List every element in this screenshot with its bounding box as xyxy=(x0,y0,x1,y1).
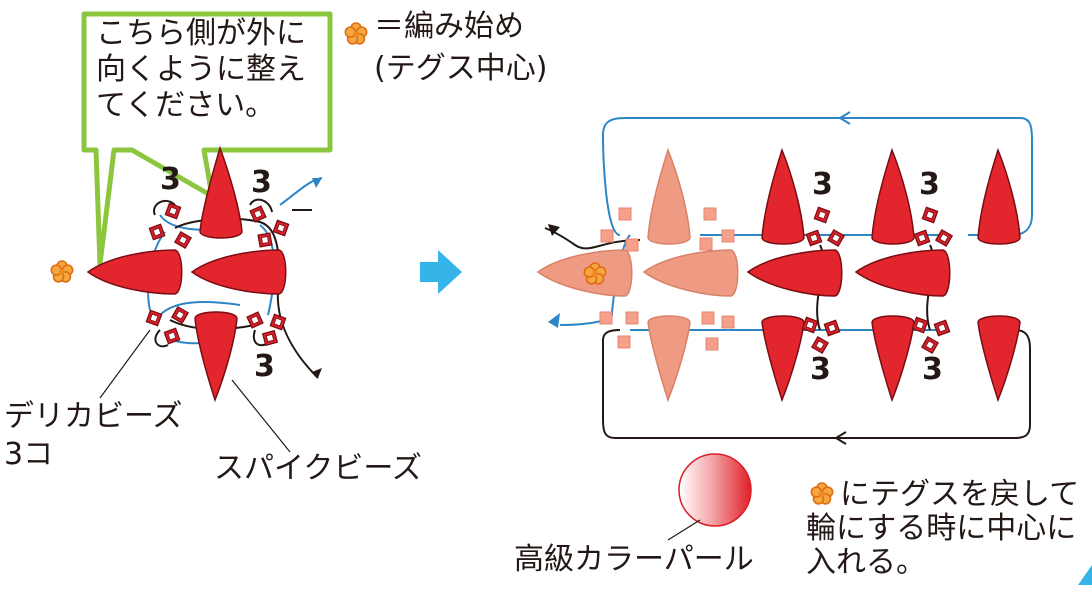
delica-label-line1: デリカビーズ xyxy=(4,399,183,434)
note-line2: 輪にする時に中心に xyxy=(806,511,1077,546)
pearl-bead xyxy=(678,453,752,527)
legend-flower xyxy=(344,22,368,45)
callout-line-1: こちら側が外に xyxy=(96,16,306,51)
count-label: 3 xyxy=(251,165,272,200)
arrowhead-right-black xyxy=(548,224,560,236)
start-flower-left xyxy=(50,260,74,283)
callout-text: こちら側が外に 向くように整え てください。 xyxy=(96,16,306,124)
delica-label-line2: 3コ xyxy=(4,437,54,472)
spike-beads-faded xyxy=(536,147,739,403)
spike-label: スパイクビーズ xyxy=(214,451,422,486)
delica-leader xyxy=(99,329,151,399)
note-flower xyxy=(810,482,834,505)
note-line1: にテグスを戻して xyxy=(840,477,1080,512)
callout-bubble xyxy=(81,11,333,267)
next-step-arrow xyxy=(420,250,462,294)
count-label: 3 xyxy=(160,162,181,197)
arrowhead-left-blue xyxy=(312,178,322,188)
legend-start-line2: (テグス中心) xyxy=(374,51,548,86)
arrowhead-right-blue xyxy=(548,313,560,328)
count-label: 3 xyxy=(919,167,940,202)
note-line3: 入れる。 xyxy=(806,545,926,580)
count-label: 3 xyxy=(810,352,831,387)
spike-leader xyxy=(231,379,291,453)
count-label: 3 xyxy=(254,349,275,384)
arrow-top xyxy=(838,111,851,125)
spike-beads-left xyxy=(86,145,287,403)
arrowhead-left-black xyxy=(312,368,322,378)
count-label: 3 xyxy=(812,167,833,202)
legend-start-line1: ＝編み始め xyxy=(374,9,524,44)
callout-line-2: 向くように整え xyxy=(96,52,306,87)
corner-arrow xyxy=(1078,565,1092,585)
count-label: 3 xyxy=(922,352,943,387)
arrow-bottom xyxy=(834,431,847,445)
spike-beads-right xyxy=(746,147,1021,403)
pearl-leader xyxy=(667,519,701,541)
pearl-label: 高級カラーパール xyxy=(514,542,754,577)
callout-line-3: てください。 xyxy=(96,88,276,123)
